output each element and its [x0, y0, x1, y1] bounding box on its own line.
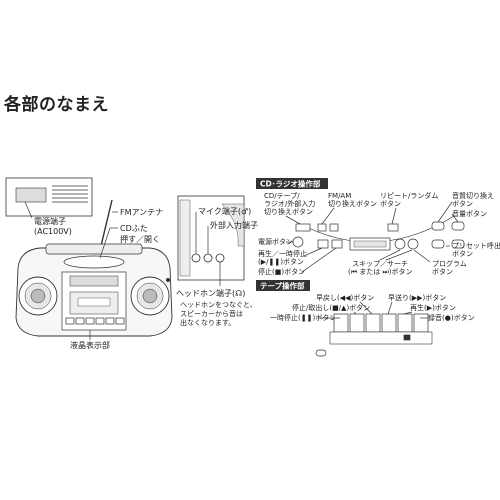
label-cd-lid-sub: 押す／開く — [120, 234, 160, 244]
small-button-1 — [317, 239, 329, 249]
label-repeat-random-2: ボタン — [380, 199, 401, 208]
tape-key-base — [329, 331, 433, 345]
label-fm-am: FM/AM — [328, 192, 351, 200]
label-pause: 一時停止(❚❚)ボタン — [270, 313, 336, 322]
headphone-note-2: スピーカーから音は — [180, 309, 243, 318]
label-ext-input: 外部入力端子 — [210, 220, 258, 230]
volume-button — [451, 221, 465, 231]
side-jack-mark — [166, 278, 170, 282]
label-tone: 音質切り換え — [452, 191, 494, 200]
ext-input-jack — [203, 253, 213, 263]
tape-panel: テープ操作部 早戻し(◀◀)ボタン 早送り(▶▶)ボタン 停止/取出し(■/▲)… — [256, 280, 475, 357]
fm-antenna-rod — [99, 199, 113, 251]
label-lcd: 液晶表示部 — [70, 340, 110, 350]
label-headphone-jack: ヘッドホン端子(☊) — [176, 288, 245, 298]
tape-key-play — [397, 313, 413, 333]
label-fast-forward: 早送り(▶▶)ボタン — [388, 293, 446, 302]
label-stop: 停止(■)ボタン — [258, 267, 305, 276]
label-skip-search-2: (⏮ または ⏭)ボタン — [348, 267, 413, 276]
label-cd-tape-radio-3: 切り換えボタン — [264, 207, 313, 216]
cd-lid — [63, 255, 125, 269]
label-play-pause: 再生／一時停止 — [258, 249, 307, 258]
label-cd-lid: CDふた — [120, 224, 148, 233]
label-power-jack-sub: (AC100V) — [34, 227, 72, 236]
tape-key-fast-forward — [381, 313, 397, 333]
label-rewind: 早戻し(◀◀)ボタン — [316, 293, 374, 302]
cd-radio-panel: CD･ラジオ操作部 CD/テープ/ ラジオ/外部入力 切り換えボタン FM/AM… — [256, 178, 500, 276]
cd-tape-radio-button — [295, 223, 311, 232]
headphone-note-1: ヘッドホンをつなぐと、 — [180, 301, 257, 309]
fm-am-button — [317, 223, 327, 232]
label-repeat-random: リピート/ランダム — [380, 191, 438, 200]
page-title: 各部のなまえ — [4, 95, 109, 115]
label-skip-search: スキップ／サーチ — [352, 260, 408, 268]
label-play-pause-2: (▶/❚❚)ボタン — [258, 257, 304, 266]
label-fm-am-2: 切り換えボタン — [328, 199, 377, 208]
repeat-random-button — [387, 223, 399, 232]
battery-compartment-mark — [315, 349, 327, 357]
tape-key-pause — [333, 313, 349, 333]
label-record: 録音(●)ボタン — [428, 313, 475, 322]
tape-header: テープ操作部 — [260, 281, 305, 291]
headphone-icon: ☊ — [235, 289, 242, 298]
jog-button-2 — [407, 238, 419, 250]
label-tone-2: ボタン — [452, 199, 473, 208]
label-preset-call-2: ボタン — [452, 249, 473, 258]
mic-jack — [191, 253, 201, 263]
lcd-display — [69, 275, 119, 287]
label-play: 再生(▶)ボタン — [410, 303, 456, 312]
label-stop-eject: 停止/取出し(■/▲)ボタン — [292, 303, 370, 312]
label-preset-call: プリセット呼出 — [452, 241, 500, 250]
tape-header-bg — [256, 280, 310, 291]
label-mic-jack: マイク端子(♂) — [198, 206, 251, 216]
mic-icon: ♂ — [241, 207, 248, 216]
tape-key-stop-eject — [349, 313, 365, 333]
cd-radio-header-bg — [256, 178, 328, 189]
label-power-jack: 電源端子 — [34, 216, 66, 226]
tone-button — [431, 221, 445, 231]
tape-key-record — [413, 313, 429, 333]
mode-button-2 — [329, 223, 339, 232]
preset-call-button — [431, 239, 445, 249]
label-power: 電源ボタン — [258, 237, 293, 246]
device-overview: 電源端子 (AC100V) — [5, 177, 173, 350]
device-handle — [45, 243, 143, 255]
preset-call-button-2 — [451, 239, 465, 249]
body-tape-keys — [65, 317, 125, 325]
cd-radio-header: CD･ラジオ操作部 — [260, 179, 321, 189]
tape-key-rewind — [365, 313, 381, 333]
vent-lines — [52, 185, 88, 203]
small-button-2 — [331, 239, 343, 249]
label-program: プログラム — [432, 259, 467, 268]
label-program-2: ボタン — [432, 267, 453, 276]
power-jack-socket — [15, 187, 47, 203]
label-volume: 音量ボタン — [452, 209, 487, 218]
headphone-jack — [215, 253, 225, 263]
label-cd-tape-radio-2: ラジオ/外部入力 — [264, 199, 315, 208]
jog-button-1 — [394, 238, 406, 250]
label-cd-tape-radio: CD/テープ/ — [264, 192, 300, 200]
headphone-note-3: 出なくなります。 — [180, 318, 235, 327]
power-button — [292, 236, 304, 248]
label-fm-antenna: FMアンテナ — [120, 208, 163, 217]
jack-inset: マイク端子(♂) 外部入力端子 — [177, 195, 258, 286]
record-indicator — [403, 334, 411, 341]
